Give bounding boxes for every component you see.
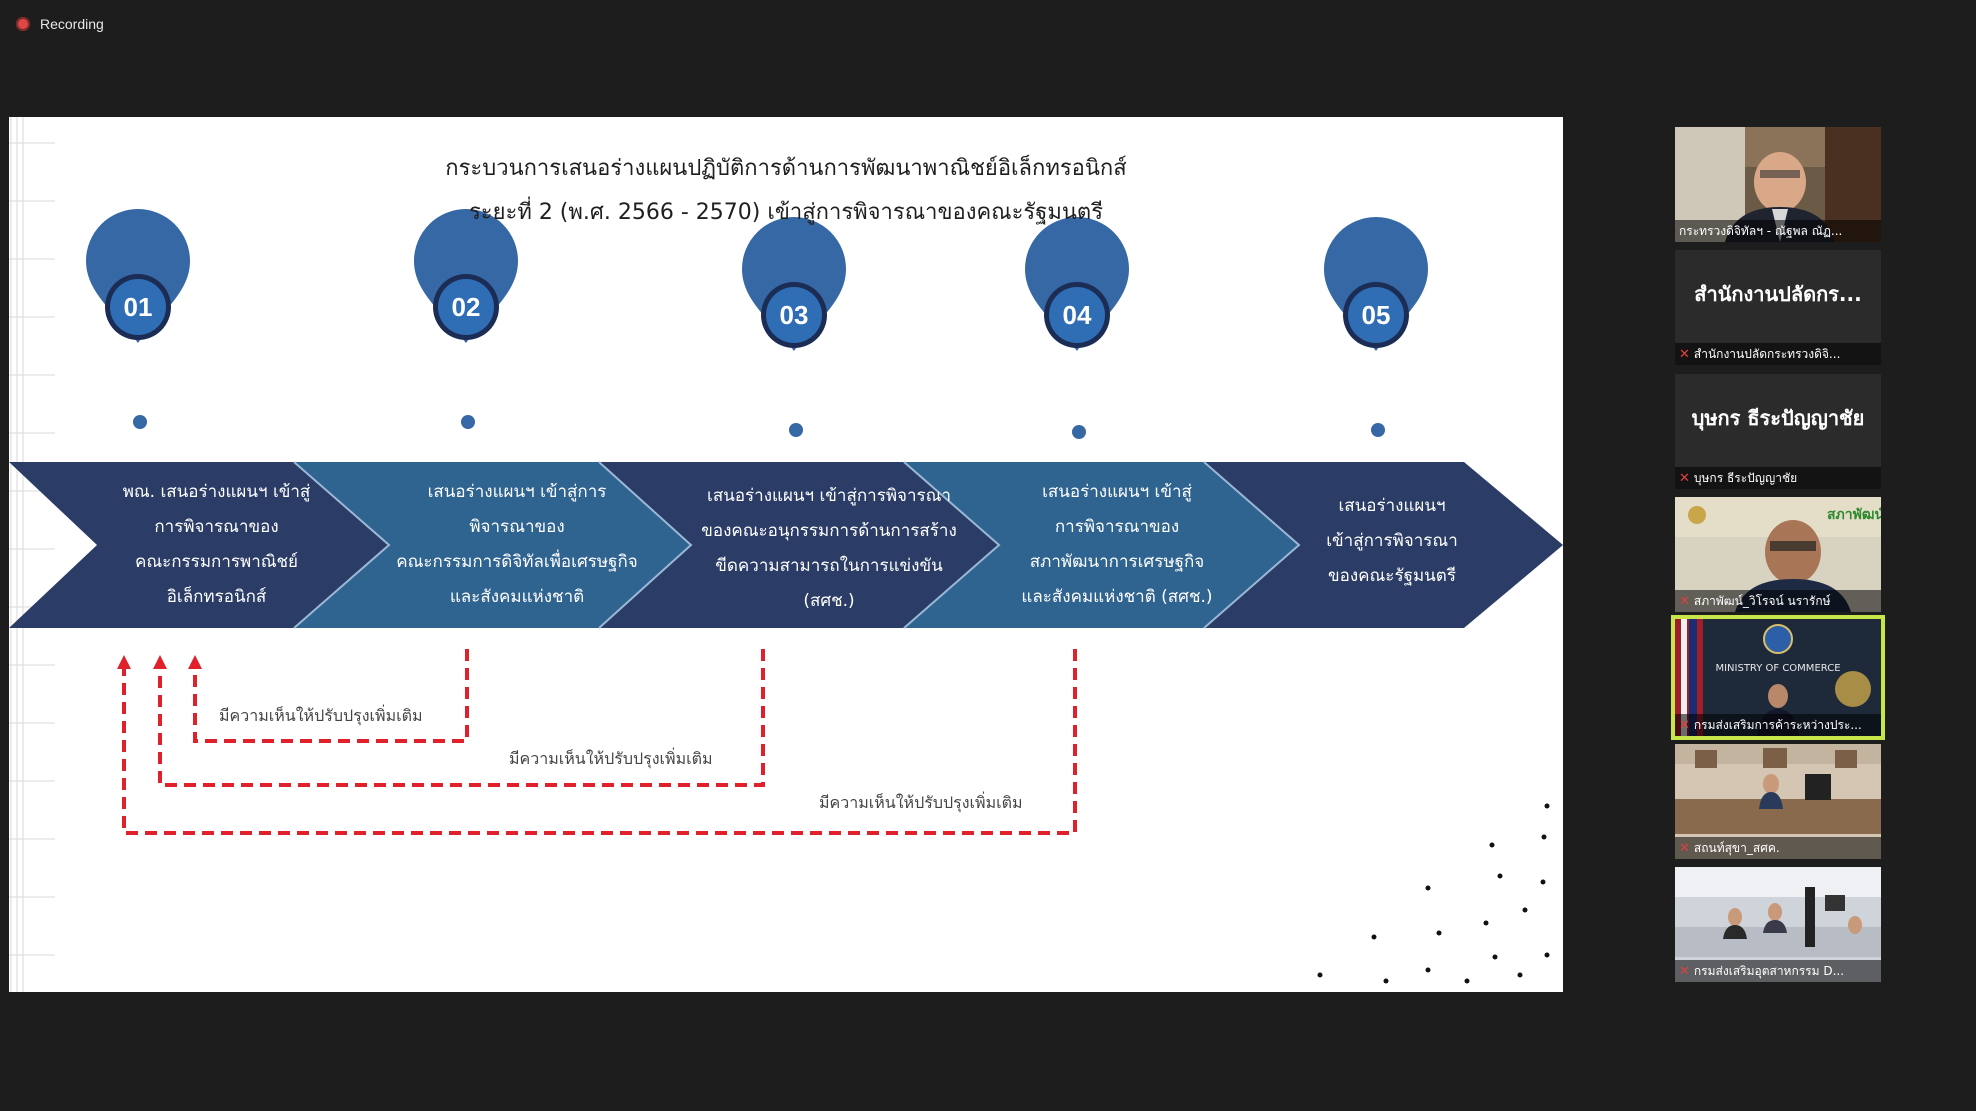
decorative-dots (1317, 803, 1550, 984)
logo-text: สภาพัฒน์ (1827, 506, 1881, 523)
slide-title-line2: ระยะที่ 2 (พ.ศ. 2566 - 2570) เข้าสู่การพ… (468, 200, 1104, 225)
participant-tile-7[interactable]: ✕ กรมส่งเสริมอุตสาหกรรม D... (1675, 867, 1881, 982)
participant-tile-2[interactable]: สำนักงานปลัดกร... ✕ สำนักงานปลัดกระทรวงด… (1675, 250, 1881, 365)
participant-tile-6[interactable]: ✕ สถนท์สุขา_สศค. (1675, 744, 1881, 859)
participant-name-bar-6: ✕ สถนท์สุขา_สศค. (1675, 837, 1881, 859)
participant-name-1: กระทรวงดิจิทัลฯ - ณัฐพล ณัฏ... (1679, 223, 1843, 238)
recording-indicator: Recording (16, 16, 104, 32)
participant-name-2: สำนักงานปลัดกระทรวงดิจิ... (1693, 346, 1841, 361)
step-text-04: เสนอร่างแผนฯ เข้าสู่ การพิจารณาของ สภาพั… (1021, 482, 1213, 607)
feedback-label-2: มีความเห็นให้ปรับปรุงเพิ่มเติม (509, 749, 713, 768)
participant-display-name-2: สำนักงานปลัดกร... (1694, 282, 1862, 306)
participant-name-5: กรมส่งเสริมการค้าระหว่างประ... (1693, 717, 1862, 732)
participant-tile-4[interactable]: สภาพัฒน์ ✕ สภาพัฒน์_วิโรจน์ นรารักษ์ (1675, 497, 1881, 612)
step-text-03: เสนอร่างแผนฯ เข้าสู่การพิจารณา ของคณะอนุ… (701, 486, 957, 611)
participant-name-bar-5: ✕ กรมส่งเสริมการค้าระหว่างประ... (1675, 714, 1881, 736)
step-arrow-2 (294, 462, 691, 628)
step-arrow-1 (9, 462, 389, 628)
participant-tile-5-active-speaker[interactable]: MINISTRY OF COMMERCE ✕ กรมส่งเสริมการค้า… (1671, 615, 1885, 740)
pin-number-04: 04 (1063, 300, 1092, 330)
feedback-label-3: มีความเห็นให้ปรับปรุงเพิ่มเติม (819, 793, 1023, 812)
step-text-01: พณ. เสนอร่างแผนฯ เข้าสู่ การพิจารณาของ ค… (122, 482, 311, 607)
pin-number-03: 03 (780, 300, 809, 330)
pin-04 (1025, 217, 1129, 439)
mic-muted-icon: ✕ (1679, 840, 1690, 856)
pin-number-01: 01 (124, 292, 153, 322)
participant-name-bar-2: ✕ สำนักงานปลัดกระทรวงดิจิ... (1675, 343, 1881, 365)
mic-muted-icon: ✕ (1679, 593, 1690, 609)
participant-name-4: สภาพัฒน์_วิโรจน์ นรารักษ์ (1693, 593, 1831, 608)
pin-01 (86, 209, 190, 429)
step-text-05: เสนอร่างแผนฯ เข้าสู่การพิจารณา ของคณะรัฐ… (1326, 496, 1458, 586)
pin-03 (742, 217, 846, 437)
slide-graphics: 01 02 03 04 05 (9, 117, 1563, 992)
participant-tile-3[interactable]: บุษกร ธีระปัญญาชัย ✕ บุษกร ธีระปัญญาชัย (1675, 374, 1881, 489)
slide-title-line1: กระบวนการเสนอร่างแผนปฏิบัติการด้านการพัฒ… (445, 156, 1127, 181)
mic-muted-icon: ✕ (1679, 346, 1690, 362)
banner-text: MINISTRY OF COMMERCE (1715, 663, 1840, 674)
participant-display-name-3: บุษกร ธีระปัญญาชัย (1691, 406, 1865, 430)
step-text-02: เสนอร่างแผนฯ เข้าสู่การ พิจารณาของ คณะกร… (396, 482, 638, 607)
step-arrow-3 (599, 462, 999, 628)
feedback-label-1: มีความเห็นให้ปรับปรุงเพิ่มเติม (219, 706, 423, 725)
participant-name-bar-1: กระทรวงดิจิทัลฯ - ณัฐพล ณัฏ... (1675, 220, 1881, 242)
participant-name-bar-3: ✕ บุษกร ธีระปัญญาชัย (1675, 467, 1881, 489)
feedback-loops (122, 649, 1077, 835)
pin-number-02: 02 (452, 292, 481, 322)
mic-muted-icon: ✕ (1679, 717, 1690, 733)
participant-name-6: สถนท์สุขา_สศค. (1693, 840, 1780, 855)
participant-name-7: กรมส่งเสริมอุตสาหกรรม D... (1693, 963, 1845, 978)
mic-muted-icon: ✕ (1679, 963, 1690, 979)
shared-slide: 01 02 03 04 05 กระบวนการเสนอร่างแผนปฏิบั… (9, 117, 1563, 992)
participant-name-3: บุษกร ธีระปัญญาชัย (1693, 470, 1798, 485)
participant-tile-1[interactable]: กระทรวงดิจิทัลฯ - ณัฐพล ณัฏ... (1675, 127, 1881, 242)
pin-number-05: 05 (1362, 300, 1391, 330)
step-arrow-4 (904, 462, 1299, 628)
participant-name-bar-7: ✕ กรมส่งเสริมอุตสาหกรรม D... (1675, 960, 1881, 982)
pin-02 (414, 209, 518, 429)
participant-name-bar-4: ✕ สภาพัฒน์_วิโรจน์ นรารักษ์ (1675, 590, 1881, 612)
pin-05 (1324, 217, 1428, 437)
step-arrow-5 (1204, 462, 1563, 628)
mic-muted-icon: ✕ (1679, 470, 1690, 486)
record-icon (16, 17, 30, 31)
feedback-arrowheads (117, 655, 202, 669)
recording-label: Recording (40, 16, 104, 32)
